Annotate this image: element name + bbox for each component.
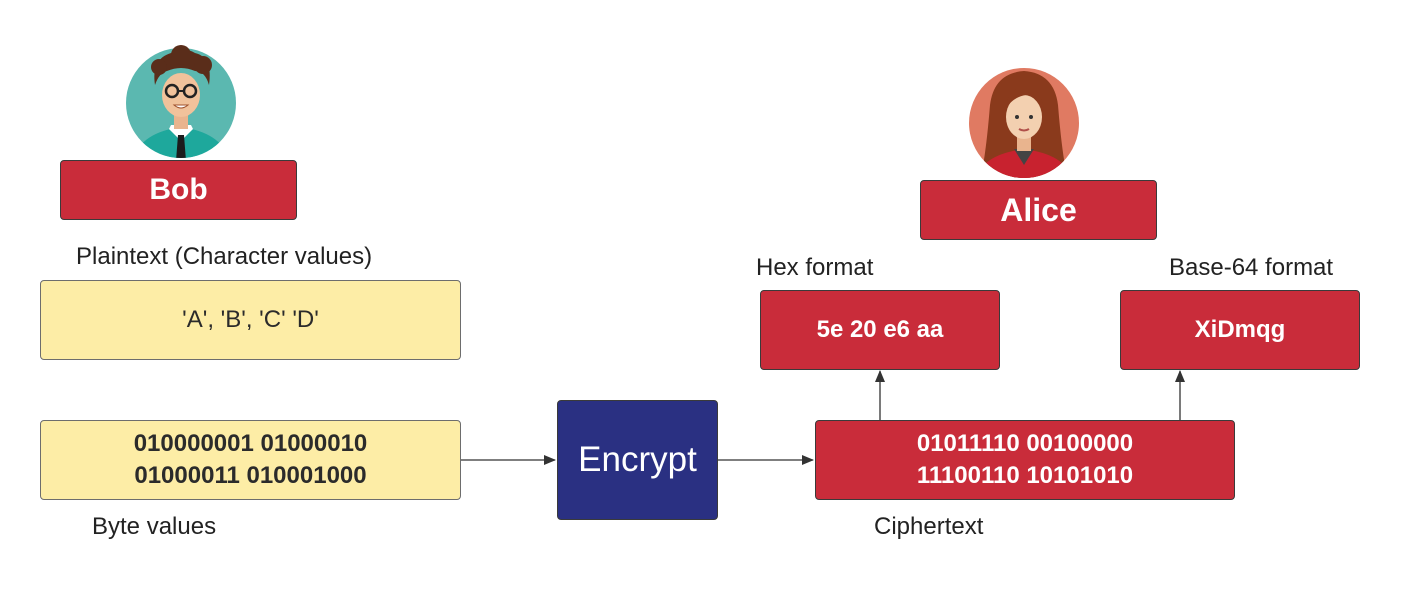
ciphertext-bits: 01011110 00100000 11100110 10101010 — [916, 430, 1134, 489]
plaintext-chars-box: 'A', 'B', 'C' 'D' — [40, 280, 461, 360]
hex-box: 5e 20 e6 aa — [760, 290, 1000, 370]
base64-value: XiDmqg — [1194, 316, 1286, 343]
plaintext-caption: Plaintext (Character values) — [76, 243, 373, 270]
hex-caption: Hex format — [756, 254, 874, 281]
base64-caption: Base-64 format — [1169, 254, 1334, 281]
bob-avatar — [126, 45, 236, 158]
base64-box: XiDmqg — [1120, 290, 1360, 370]
ciphertext-caption: Ciphertext — [874, 513, 984, 540]
alice-name: Alice — [1000, 191, 1077, 228]
byte-values: 010000001 01000010 01000011 010001000 — [133, 430, 368, 489]
bob-name: Bob — [149, 173, 208, 206]
encrypt-label: Encrypt — [578, 440, 697, 479]
plaintext-chars: 'A', 'B', 'C' 'D' — [182, 306, 319, 333]
byte-values-box: 010000001 01000010 01000011 010001000 — [40, 420, 461, 500]
encrypt-box: Encrypt — [557, 400, 718, 520]
ciphertext-box: 01011110 00100000 11100110 10101010 — [815, 420, 1235, 500]
hex-value: 5e 20 e6 aa — [816, 316, 944, 343]
bob-label-box: Bob — [60, 160, 297, 220]
alice-avatar — [969, 68, 1079, 178]
byte-values-caption: Byte values — [92, 513, 217, 540]
alice-label-box: Alice — [920, 180, 1157, 240]
